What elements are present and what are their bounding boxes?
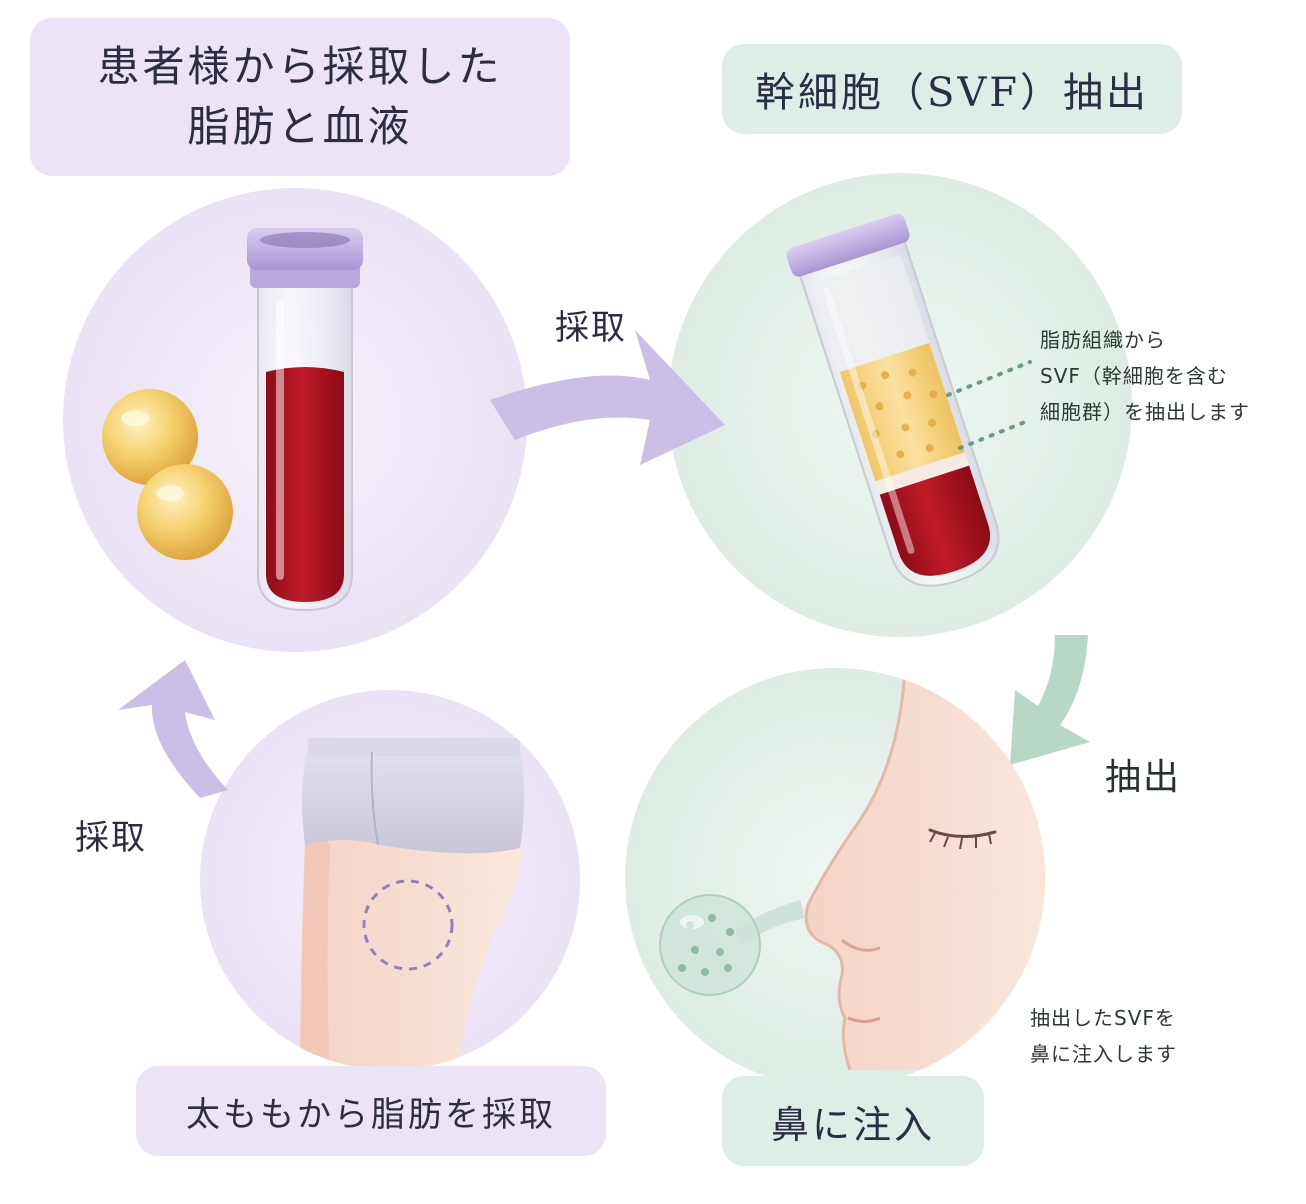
leader-line-upper <box>946 360 1032 397</box>
leader-line-lower <box>958 418 1032 450</box>
arrow-left-icon <box>118 660 228 798</box>
title-right-pill: 幹細胞（SVF）抽出 <box>722 44 1182 134</box>
arrow-right-icon <box>1010 635 1090 765</box>
thigh-icon <box>300 738 524 1070</box>
svf-note: 脂肪組織から SVF（幹細胞を含む 細胞群）を抽出します <box>1040 322 1250 430</box>
nose-caption-pill: 鼻に注入 <box>722 1076 984 1166</box>
blood-tube-icon <box>247 228 363 612</box>
svf-note-line1: 脂肪組織から <box>1040 328 1166 352</box>
inject-note: 抽出したSVFを 鼻に注入します <box>1030 1000 1177 1072</box>
thigh-caption-text: 太ももから脂肪を採取 <box>186 1094 556 1135</box>
inject-note-line1: 抽出したSVFを <box>1030 1006 1176 1030</box>
title-left-pill: 患者様から採取した 脂肪と血液 <box>30 18 570 176</box>
fat-globule-icon <box>102 389 233 560</box>
title-right-text: 幹細胞（SVF）抽出 <box>754 70 1150 116</box>
arrow-right-label: 抽出 <box>1105 757 1182 798</box>
arrow-top-icon <box>490 330 725 465</box>
arrow-top-label: 採取 <box>555 308 627 348</box>
title-left-line1: 患者様から採取した <box>97 42 503 91</box>
thigh-caption-pill: 太ももから脂肪を採取 <box>136 1066 606 1156</box>
svf-note-line3: 細胞群）を抽出します <box>1040 400 1250 424</box>
arrow-left-label: 採取 <box>75 818 147 858</box>
nose-caption-text: 鼻に注入 <box>770 1102 935 1147</box>
svf-tube-icon <box>786 213 1000 587</box>
syringe-bulb-icon <box>659 894 805 996</box>
title-left-line2: 脂肪と血液 <box>187 102 413 151</box>
nose-profile-icon <box>804 668 1045 1071</box>
svf-note-line2: SVF（幹細胞を含む <box>1040 364 1228 388</box>
inject-note-line2: 鼻に注入します <box>1030 1042 1177 1066</box>
